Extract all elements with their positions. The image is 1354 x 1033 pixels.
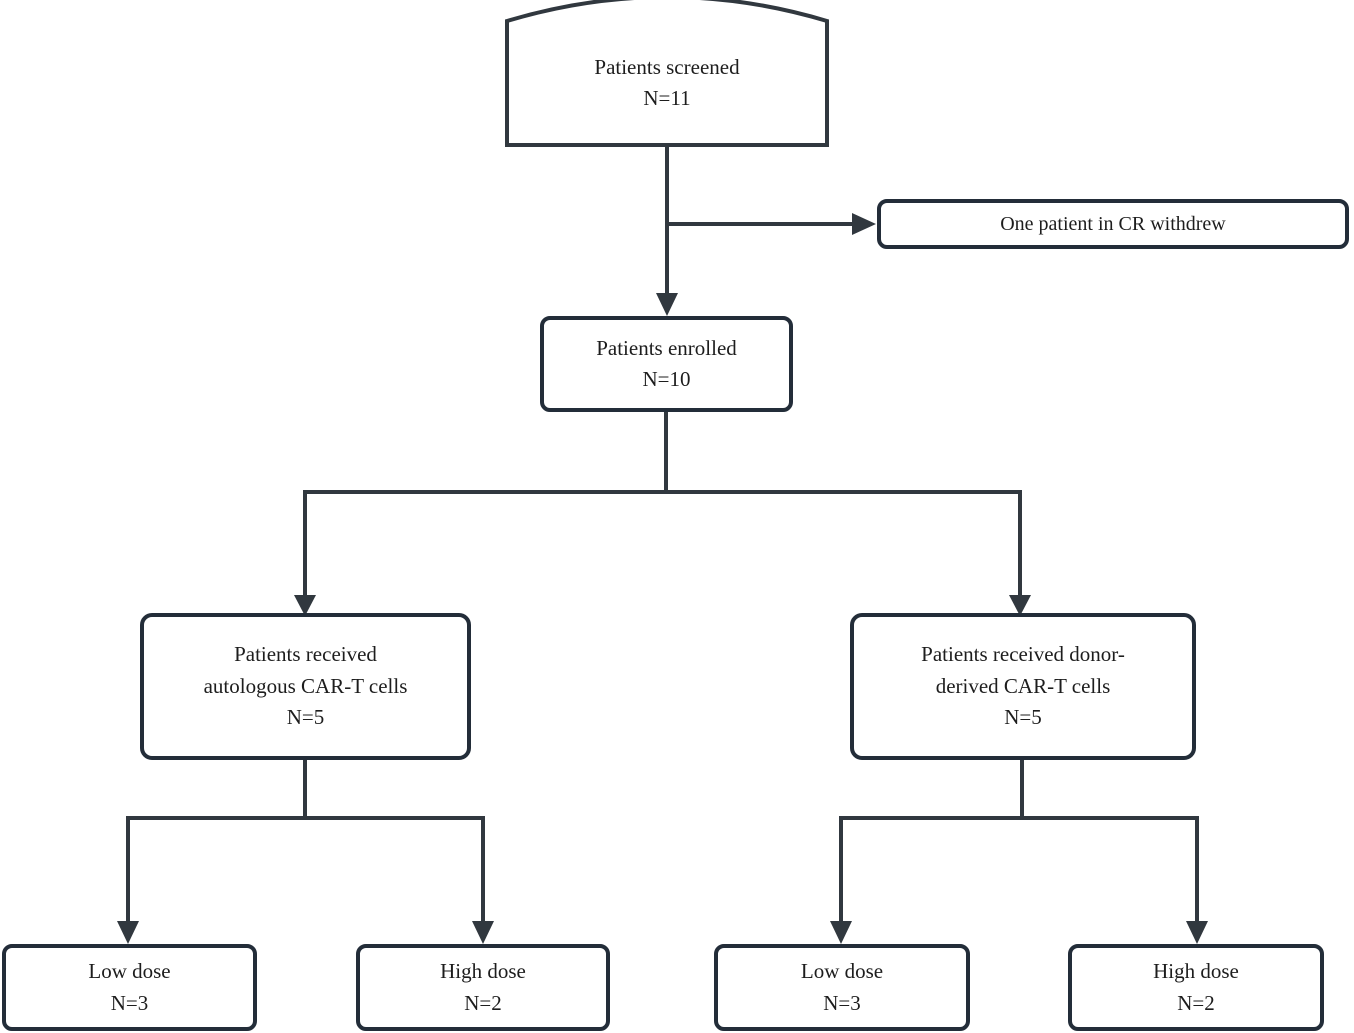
donor-high-dose-count: N=2 bbox=[1177, 990, 1215, 1015]
donor-high-dose-label: High dose bbox=[1153, 959, 1239, 983]
donor-low-dose-count: N=3 bbox=[823, 990, 861, 1015]
node-donor-low-dose: Low dose N=3 bbox=[714, 944, 970, 1031]
node-donor-high-dose: High dose N=2 bbox=[1068, 944, 1324, 1031]
autologous-low-dose-count: N=3 bbox=[110, 990, 149, 1015]
arrowhead-auto-high bbox=[472, 921, 494, 944]
node-patient-withdrew: One patient in CR withdrew bbox=[877, 199, 1349, 249]
autologous-cart-label-line2: autologous CAR-T cells bbox=[203, 673, 408, 698]
node-patients-screened: Patients screened N=11 bbox=[507, 24, 827, 142]
node-donor-derived-cart: Patients received donor- derived CAR-T c… bbox=[850, 613, 1196, 760]
autologous-high-dose-label: High dose bbox=[440, 959, 526, 983]
donor-low-dose-label: Low dose bbox=[800, 959, 884, 983]
donor-cart-label-line1: Patients received donor- bbox=[921, 642, 1125, 667]
node-autologous-low-dose: Low dose N=3 bbox=[2, 944, 257, 1031]
arrowhead-to-withdrew bbox=[852, 213, 876, 235]
arrowhead-to-donor bbox=[1009, 595, 1031, 616]
arrowhead-to-enrolled bbox=[656, 293, 678, 316]
patients-enrolled-count: N=10 bbox=[642, 367, 691, 391]
arrowhead-donor-high bbox=[1186, 921, 1208, 944]
autologous-cart-label-line1: Patients received bbox=[234, 642, 377, 667]
autologous-cart-count: N=5 bbox=[286, 705, 325, 730]
arrowhead-to-autologous bbox=[294, 595, 316, 616]
autologous-high-dose-count: N=2 bbox=[464, 990, 502, 1015]
arrowhead-donor-low bbox=[830, 921, 852, 944]
patients-screened-count: N=11 bbox=[643, 86, 691, 110]
screened-box-shape bbox=[505, 0, 829, 147]
patients-screened-label: Patients screened bbox=[594, 54, 740, 79]
node-autologous-high-dose: High dose N=2 bbox=[356, 944, 610, 1031]
donor-cart-label-line2: derived CAR-T cells bbox=[935, 673, 1111, 698]
arrowhead-auto-low bbox=[117, 921, 139, 944]
donor-cart-count: N=5 bbox=[1004, 705, 1042, 730]
node-patients-enrolled: Patients enrolled N=10 bbox=[540, 316, 793, 412]
patient-withdrew-label: One patient in CR withdrew bbox=[1000, 213, 1226, 235]
node-autologous-cart: Patients received autologous CAR-T cells… bbox=[140, 613, 471, 760]
patients-enrolled-label: Patients enrolled bbox=[596, 335, 737, 360]
autologous-low-dose-label: Low dose bbox=[88, 959, 171, 983]
